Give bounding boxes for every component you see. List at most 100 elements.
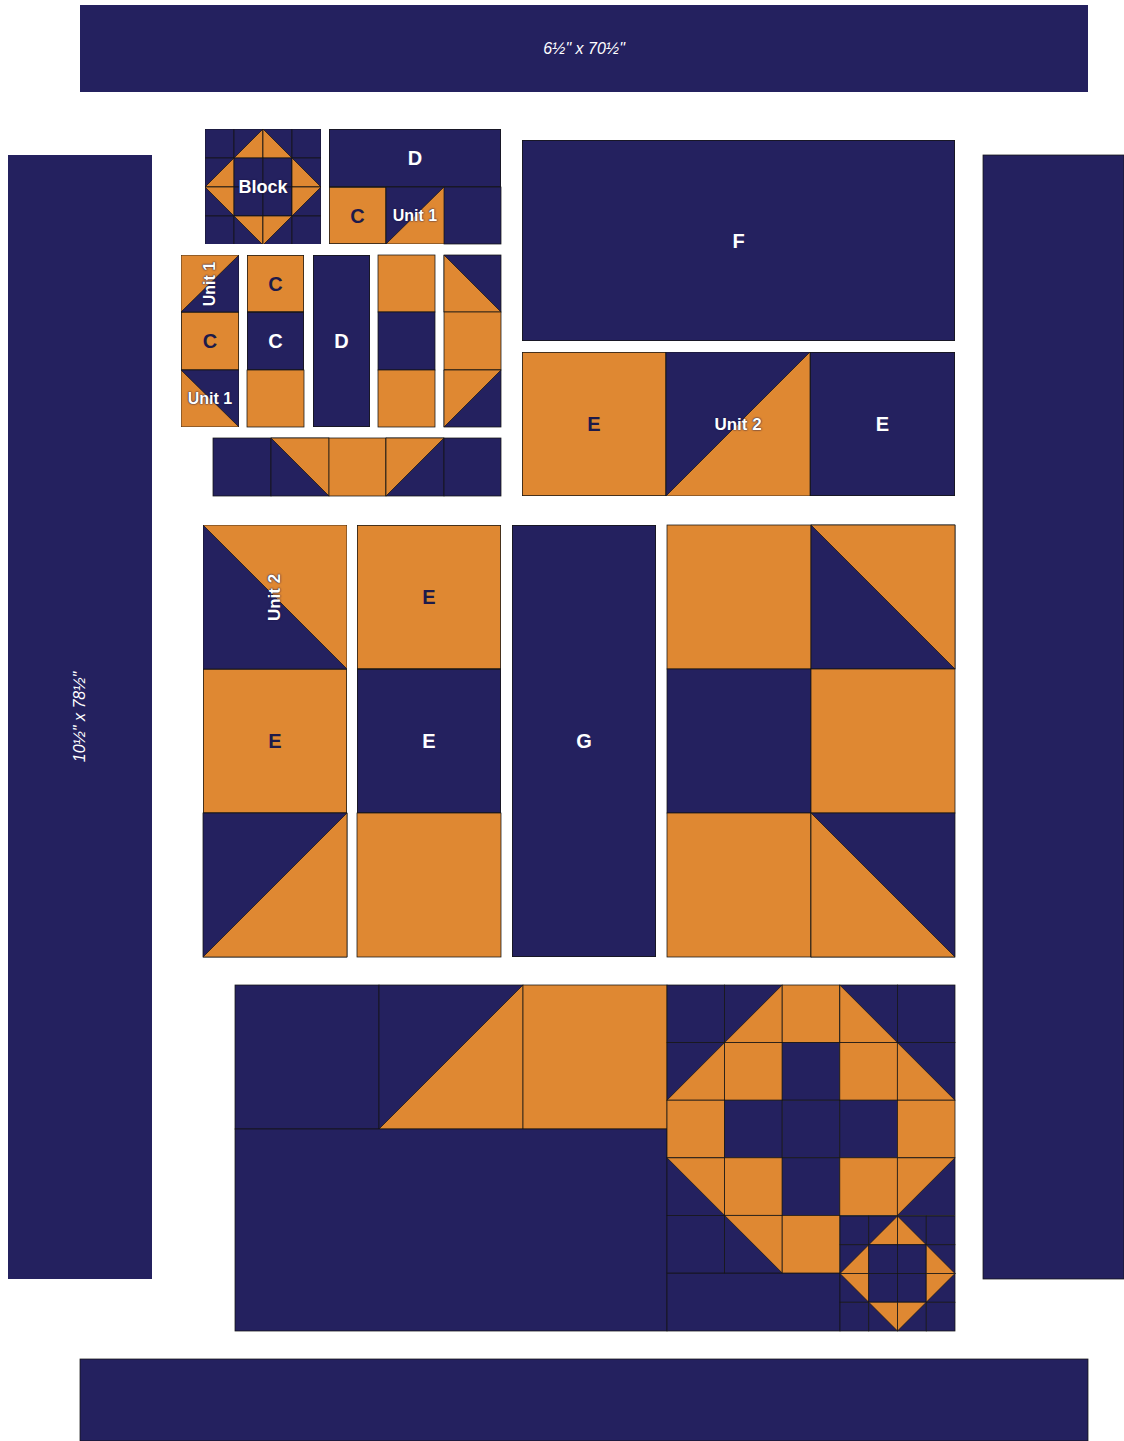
navy-piece	[667, 1215, 725, 1273]
navy-piece	[667, 1273, 840, 1331]
navy-piece	[869, 1245, 898, 1274]
navy-piece	[898, 1302, 927, 1331]
orange-piece	[667, 525, 811, 669]
navy-piece	[840, 1245, 869, 1274]
navy-piece	[444, 438, 501, 496]
orange-piece	[811, 669, 955, 813]
piece-label: C	[268, 274, 282, 294]
orange-piece	[357, 813, 501, 957]
half-square-triangle	[811, 525, 955, 669]
piece-label: F	[732, 231, 744, 251]
piece-label: E	[422, 731, 435, 751]
navy-piece	[926, 1245, 955, 1274]
navy-piece	[234, 129, 263, 158]
navy-piece	[292, 216, 321, 244]
quilt-piece: E	[357, 669, 501, 813]
navy-piece	[80, 1359, 1088, 1441]
navy-piece	[897, 985, 955, 1043]
navy-piece	[666, 352, 810, 496]
piece-label: Block	[238, 178, 287, 196]
navy-piece	[292, 158, 321, 187]
quilt-piece: Unit 2	[666, 352, 810, 496]
orange-piece	[667, 1100, 725, 1158]
navy-piece	[444, 370, 501, 427]
quilt-piece: C	[181, 312, 239, 370]
half-square-triangle	[234, 216, 263, 244]
navy-piece	[840, 985, 898, 1043]
navy-piece	[926, 1216, 955, 1245]
quilt-piece: Unit 1	[181, 370, 239, 427]
half-square-triangle	[263, 129, 292, 158]
orange-piece	[782, 1215, 840, 1273]
navy-piece	[235, 1129, 667, 1331]
navy-piece	[667, 669, 811, 813]
quilt-piece: D	[329, 129, 501, 187]
quilt-piece: E	[810, 352, 955, 496]
quilt-piece: C	[247, 255, 304, 312]
quilt-pieces	[80, 155, 1124, 1441]
half-square-triangle	[234, 129, 263, 158]
piece-label: Unit 1	[188, 391, 232, 407]
navy-piece	[782, 1158, 840, 1216]
navy-piece	[926, 1274, 955, 1303]
quilt-piece: Unit 1	[386, 187, 444, 244]
navy-piece	[213, 438, 271, 496]
half-square-triangle	[292, 158, 321, 187]
orange-piece	[523, 985, 667, 1129]
piece-label: Unit 1	[202, 261, 218, 305]
half-square-triangle	[898, 1216, 927, 1245]
quilt-piece: Block	[205, 129, 321, 244]
orange-piece	[782, 985, 840, 1043]
half-square-triangle	[205, 158, 234, 187]
half-square-triangle	[897, 1043, 955, 1101]
navy-piece	[898, 1274, 927, 1303]
navy-piece	[379, 985, 523, 1129]
dimension-label: 6½" x 70½"	[543, 41, 625, 57]
piece-label: Unit 2	[266, 573, 283, 620]
orange-piece	[378, 370, 435, 427]
piece-label: D	[408, 148, 422, 168]
navy-piece	[926, 1302, 955, 1331]
navy-piece	[840, 1274, 869, 1303]
navy-piece	[263, 216, 292, 244]
orange-piece	[378, 255, 435, 312]
navy-piece	[263, 129, 292, 158]
half-square-triangle	[292, 187, 321, 216]
navy-piece	[386, 187, 444, 244]
half-square-triangle	[263, 216, 292, 244]
navy-piece	[444, 255, 501, 312]
orange-piece	[897, 1100, 955, 1158]
piece-label: E	[587, 414, 600, 434]
navy-piece	[271, 438, 329, 496]
quilt-piece: Unit 2	[203, 525, 347, 669]
half-square-triangle	[869, 1302, 898, 1331]
orange-piece	[840, 1158, 898, 1216]
navy-piece	[897, 1043, 955, 1101]
piece-label: E	[422, 587, 435, 607]
navy-piece	[235, 985, 379, 1129]
navy-piece	[725, 985, 783, 1043]
orange-piece	[725, 1043, 783, 1101]
half-square-triangle	[203, 525, 347, 669]
quilt-piece: E	[203, 669, 347, 813]
half-square-triangle	[667, 1158, 725, 1216]
piece-label: C	[203, 331, 217, 351]
navy-piece	[181, 370, 239, 427]
navy-piece	[667, 1158, 725, 1216]
navy-piece	[205, 129, 234, 158]
navy-piece	[205, 187, 234, 216]
half-square-triangle	[203, 813, 347, 957]
navy-piece	[667, 985, 725, 1043]
navy-piece	[725, 1100, 783, 1158]
half-square-triangle	[725, 985, 783, 1043]
navy-piece	[811, 813, 955, 957]
half-square-triangle	[271, 438, 329, 496]
navy-piece	[983, 155, 1124, 1279]
half-square-triangle	[444, 255, 501, 312]
navy-piece	[869, 1274, 898, 1303]
half-square-triangle	[379, 985, 523, 1129]
border-strip: 6½" x 70½"	[80, 5, 1088, 92]
half-square-triangle	[666, 352, 810, 496]
half-square-triangle	[926, 1274, 955, 1303]
quilt-piece: D	[313, 255, 370, 427]
